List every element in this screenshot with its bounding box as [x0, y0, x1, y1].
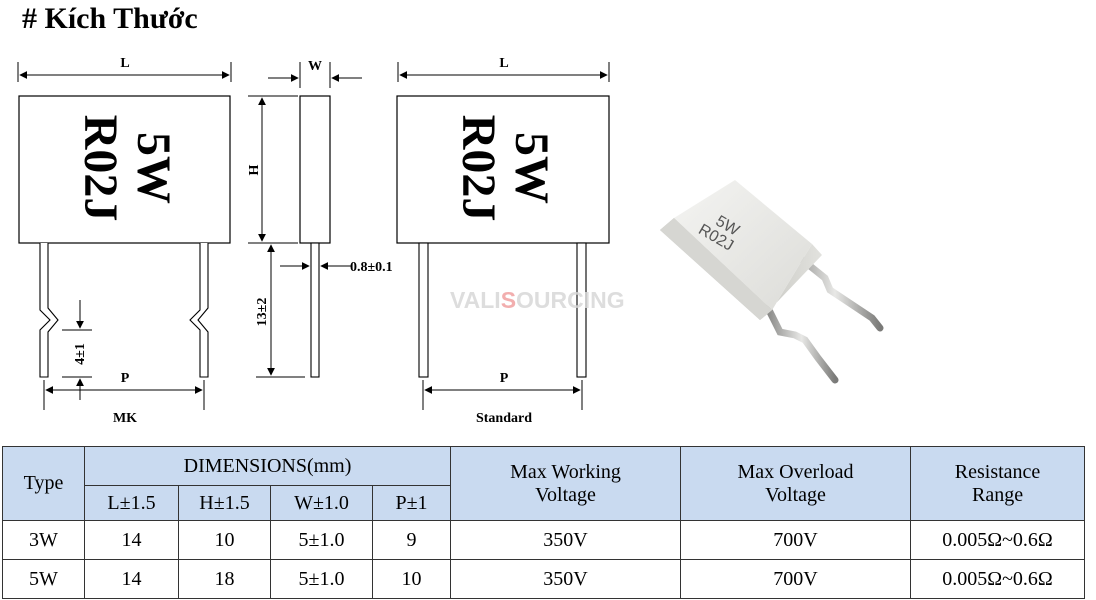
max-working-line1: Max Working: [510, 460, 621, 483]
std-lead-left: [418, 242, 429, 378]
resistor-photo: 5W R02J: [660, 180, 884, 384]
cell-working: 350V: [450, 559, 682, 599]
cell-range: 0.005Ω~0.6Ω: [910, 559, 1086, 599]
photo-body-end: [760, 244, 822, 320]
col-w: W±1.0: [270, 485, 373, 521]
dimension-drawing: L 5W R02J 4±1 P MK W: [17, 56, 610, 426]
std-rating-text: 5W: [505, 132, 558, 204]
cell-p: 9: [371, 520, 452, 560]
cell-range: 0.005Ω~0.6Ω: [910, 520, 1086, 560]
standard-view: L 5W R02J P Standard: [396, 56, 610, 426]
col-l: L±1.5: [84, 485, 179, 521]
cell-l: 14: [84, 520, 179, 560]
watermark-part2: OURCING: [516, 287, 625, 313]
std-lead-right: [576, 242, 587, 378]
mk-rating-text: 5W: [127, 132, 180, 204]
mk-caption: MK: [113, 411, 137, 426]
photo-body-top: [674, 180, 812, 310]
photo-lead-front: [764, 304, 839, 384]
side-resistor-body: [299, 95, 331, 244]
cell-h: 10: [178, 520, 271, 560]
std-resistor-body: [396, 95, 610, 244]
side-h-label: H: [245, 165, 260, 176]
cell-h: 18: [178, 559, 271, 599]
watermark-accent: S: [500, 287, 517, 313]
std-p-label: P: [500, 371, 509, 386]
side-lead-dia-label: 0.8±0.1: [350, 260, 393, 275]
std-caption: Standard: [476, 411, 532, 426]
cell-overload: 700V: [680, 559, 912, 599]
table-subheader-row: L±1.5 H±1.5 W±1.0 P±1: [3, 485, 1085, 521]
watermark-part1: VALI: [450, 287, 501, 313]
cell-overload: 700V: [680, 520, 912, 560]
mk-l-label: L: [120, 56, 129, 71]
cell-w: 5±1.0: [270, 559, 373, 599]
std-code-text: R02J: [452, 115, 505, 222]
cell-type: 5W: [2, 559, 85, 599]
cell-w: 5±1.0: [270, 520, 373, 560]
watermark: VALISOURCING: [450, 287, 625, 314]
mk-p-label: P: [121, 371, 130, 386]
side-w-label: W: [308, 59, 322, 74]
mk-code-text: R02J: [74, 115, 127, 222]
side-lead: [310, 242, 320, 378]
mk-resistor-body: [18, 95, 231, 244]
section-heading: # Kích Thước: [22, 2, 198, 35]
col-type: Type: [2, 446, 85, 521]
side-view: W H 13±2 0.8±0.1: [245, 59, 393, 378]
mk-lead-right: [189, 243, 209, 378]
mk-view: L 5W R02J 4±1 P MK: [17, 56, 232, 426]
col-dimensions: DIMENSIONS(mm): [83, 446, 452, 486]
std-l-label: L: [499, 56, 508, 71]
side-lead-len-label: 13±2: [255, 298, 270, 327]
photo-lead-back: [786, 246, 884, 332]
cell-p: 10: [371, 559, 452, 599]
mk-kink-label: 4±1: [73, 343, 88, 365]
cell-l: 14: [84, 559, 179, 599]
col-h: H±1.5: [178, 485, 271, 521]
resistance-line2: Range: [971, 483, 1024, 506]
resistance-line1: Resistance: [954, 460, 1041, 483]
mk-lead-left: [39, 243, 59, 378]
max-overload-line2: Voltage: [765, 483, 826, 506]
cell-working: 350V: [450, 520, 682, 560]
max-overload-line1: Max Overload: [737, 460, 854, 483]
max-working-line2: Voltage: [535, 483, 596, 506]
table-row: 5W 14 18 5±1.0 10 350V 700V 0.005Ω~0.6Ω: [2, 559, 1086, 599]
table-row: 3W 14 10 5±1.0 9 350V 700V 0.005Ω~0.6Ω: [2, 520, 1086, 560]
cell-type: 3W: [2, 520, 85, 560]
col-p: P±1: [371, 485, 452, 521]
